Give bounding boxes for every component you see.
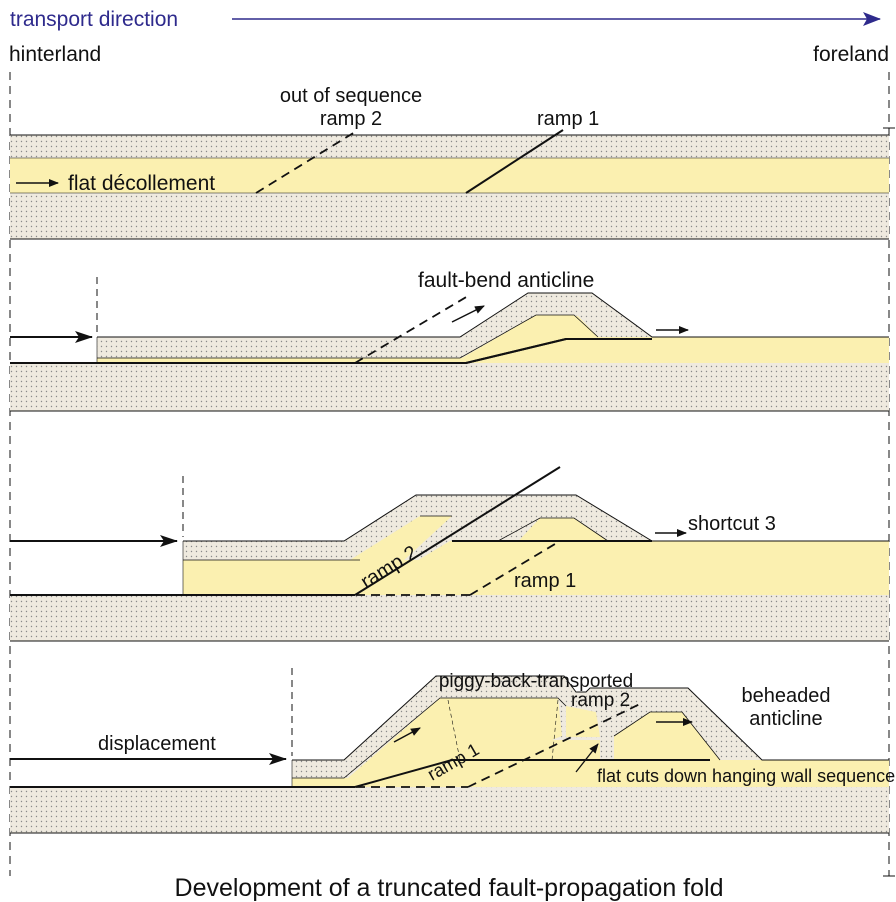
piggy-back-transported-label: piggy-back-transported (439, 671, 633, 692)
p1-ramp-2-label: ramp 2 (320, 108, 382, 130)
shortcut-3-label: shortcut 3 (688, 513, 776, 535)
p3-ramp-1-label: ramp 1 (514, 570, 576, 592)
displacement-label: displacement (98, 733, 216, 755)
foreland-label: foreland (813, 43, 889, 66)
figure-caption: Development of a truncated fault-propaga… (175, 874, 724, 902)
panel-2-fault-bend-anticline (10, 277, 889, 412)
panel-3-out-of-sequence-ramp (10, 466, 889, 642)
anticline-label: anticline (749, 708, 822, 730)
transport-direction-label: transport direction (10, 8, 178, 31)
panel-1-initial-state (10, 129, 889, 240)
flat-cuts-label: flat cuts down hanging wall sequence (597, 766, 895, 786)
ramp-2-fault-dashed (255, 131, 356, 194)
panel-4-beheaded-anticline (10, 668, 889, 834)
p4-ramp-2-label: ramp 2 (571, 690, 630, 711)
beheaded-label: beheaded (742, 685, 831, 707)
fault-bend-anticline-label: fault-bend anticline (418, 269, 594, 292)
ramp-1-fault (465, 129, 564, 194)
flat-decollement-label: flat décollement (68, 172, 215, 195)
p1-ramp-1-label: ramp 1 (537, 108, 599, 130)
out-of-sequence-label: out of sequence (280, 85, 422, 107)
hinterland-label: hinterland (9, 43, 101, 66)
